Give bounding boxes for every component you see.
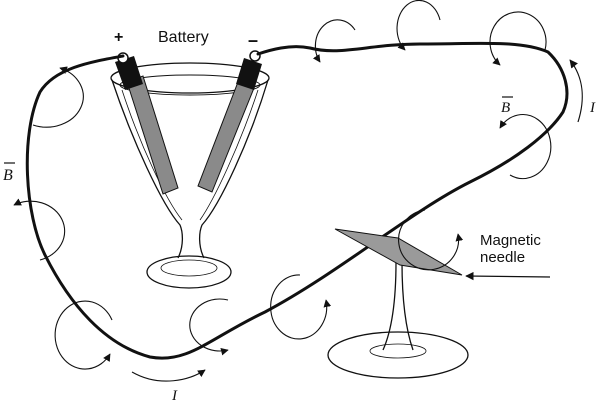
- stand-pillar: [382, 261, 414, 351]
- field-circle: [13, 198, 66, 261]
- stand-base-inner: [369, 343, 427, 359]
- magnetic-needle-label-line1: Magnetic: [480, 232, 541, 249]
- glass-inner-right: [199, 89, 259, 221]
- field-symbol-right: B: [501, 96, 513, 116]
- field-circle: [396, 0, 441, 51]
- glass-base-inner: [160, 259, 218, 277]
- magnetic-needle-stand: [327, 228, 551, 379]
- field-circle: [489, 11, 547, 66]
- field-circle: [189, 298, 229, 356]
- negative-electrode: [197, 50, 262, 193]
- stand-base: [327, 331, 469, 379]
- glass-inner-rim: [119, 74, 261, 96]
- field-circle: [312, 19, 356, 63]
- current-bottom-label: I: [171, 388, 178, 403]
- field-circle: [32, 66, 84, 128]
- current-right-label: I: [589, 100, 596, 116]
- field-left-label: B: [3, 167, 13, 184]
- field-circle-flow: [131, 369, 206, 382]
- current-arrow-right: [569, 59, 583, 123]
- field-circle: [270, 274, 332, 340]
- glass-right-wall: [198, 79, 269, 259]
- field-circle: [54, 300, 113, 370]
- field-circle: [398, 209, 464, 271]
- field-symbol-left: B: [3, 162, 15, 184]
- glass-base: [146, 255, 232, 289]
- field-line-circles: [13, 0, 552, 382]
- positive-terminal-label: +: [114, 29, 123, 46]
- glass-rim: [110, 62, 270, 94]
- field-right-label: B: [501, 100, 510, 116]
- magnetic-needle-label-line2: needle: [480, 249, 525, 266]
- field-circle: [499, 114, 552, 180]
- magnetic-needle: [334, 228, 463, 276]
- glass-inner-left: [121, 89, 183, 221]
- negative-terminal-label: –: [248, 30, 258, 50]
- glass-left-wall: [111, 79, 184, 259]
- battery-label: Battery: [158, 29, 209, 46]
- positive-electrode: [115, 52, 179, 195]
- current-wire: [25, 41, 569, 360]
- battery: [110, 50, 270, 289]
- needle-pointer-arrow: [465, 271, 551, 281]
